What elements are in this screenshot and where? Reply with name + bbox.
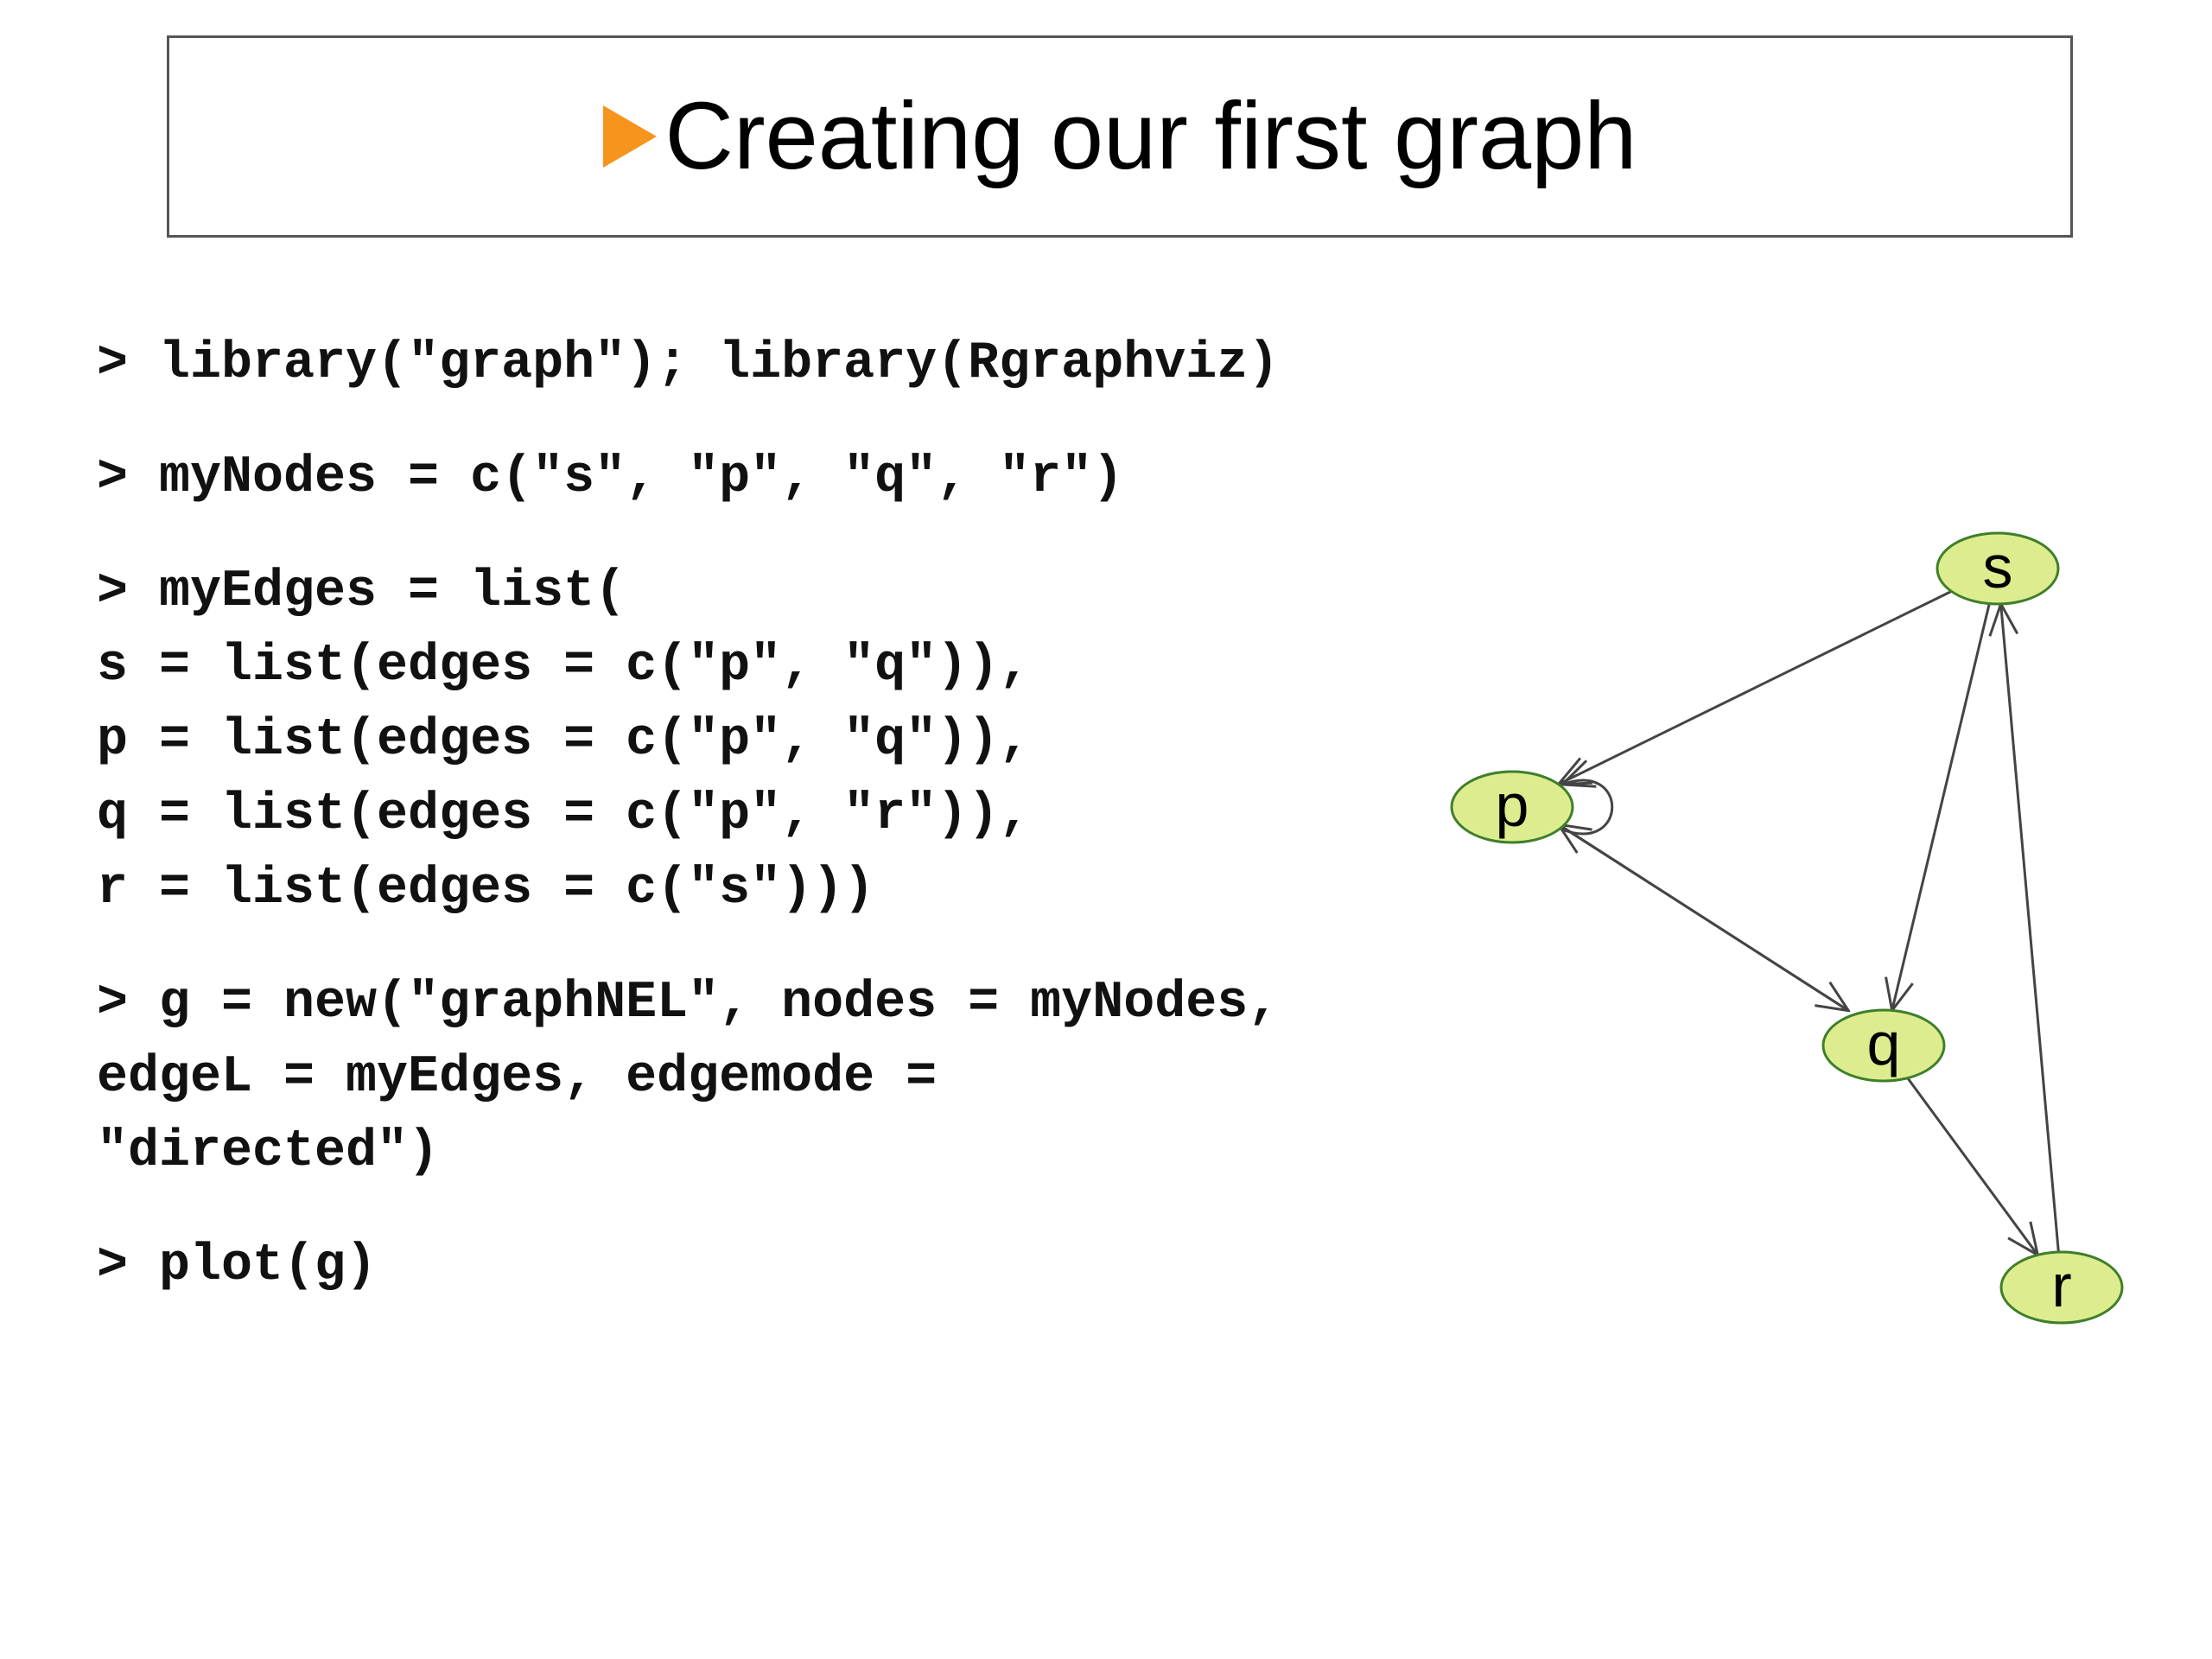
graph-node-label: r [2051,1252,2071,1319]
code-line: "directed") [97,1122,440,1181]
code-block: > library("graph"); library(Rgraphviz) [97,327,1279,401]
code-line: > myNodes = c("s", "p", "q", "r") [97,448,1124,507]
code-line: > g = new("graphNEL", nodes = myNodes, [97,974,1280,1033]
code-block: > plot(g) [97,1229,1279,1303]
code-line: s = list(edges = c("p", "q")), [97,637,1031,696]
graph-node-r: r [1999,1250,2124,1325]
graph-node-shape [1450,770,1574,844]
graph-node-shape [1821,1008,1946,1083]
code-line: p = list(edges = c("p", "q")), [97,711,1031,770]
graph-edge-s-p [1559,589,1953,784]
graph-edge-q-r [1906,1077,2038,1255]
graph-edge-s-q [1892,603,1991,1011]
code-line: > myEdges = list( [97,563,626,621]
code-block: > myNodes = c("s", "p", "q", "r") [97,441,1279,515]
graph-node-s: s [1936,531,2060,606]
graph-edge-r-s [2001,604,2060,1253]
code-line: > library("graph"); library(Rgraphviz) [97,334,1280,393]
graph-edge-q-p [1559,824,1850,1012]
graph-node-p: p [1450,770,1574,844]
code-block: > g = new("graphNEL", nodes = myNodes, ed… [97,966,1279,1189]
graph-node-q: q [1821,1008,1946,1083]
graph-node-label: p [1496,772,1529,839]
slide-title-box: Creating our first graph [167,35,2073,238]
slide-title-text: Creating our first graph [664,83,1637,189]
graph-node-label: q [1867,1010,1901,1077]
code-block: > myEdges = list( s = list(edges = c("p",… [97,555,1279,926]
bullet-arrow-icon [602,105,657,168]
graph-node-label: s [1983,533,2013,601]
code-line: > plot(g) [97,1236,378,1295]
graph-node-shape [1999,1250,2124,1325]
code-line: edgeL = myEdges, edgemode = [97,1048,938,1107]
code-listing: > library("graph"); library(Rgraphviz) > … [97,327,1279,1343]
slide-title: Creating our first graph [602,83,1637,189]
graph-node-shape [1936,531,2060,606]
code-line: q = list(edges = c("p", "r")), [97,785,1031,844]
code-line: r = list(edges = c("s"))) [97,860,875,918]
